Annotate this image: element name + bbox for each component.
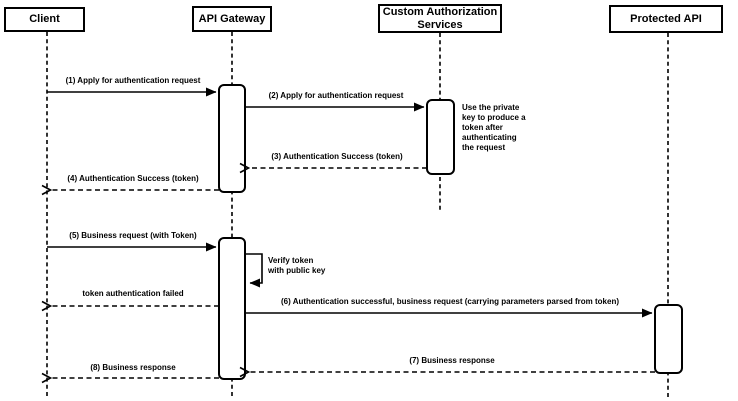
activation-bar-gateway-business [218,237,246,380]
participant-client: Client [4,7,85,32]
message-8-label: (8) Business response [90,363,176,372]
note-private-key: Use the private key to produce a token a… [462,103,526,152]
note-verify-token: Verify token with public key [268,256,326,275]
message-4-label: (4) Authentication Success (token) [67,174,199,183]
message-1-label: (1) Apply for authentication request [65,76,201,85]
participant-protected-api-label: Protected API [630,12,702,25]
activation-bar-custom-auth [426,99,455,175]
participant-api-gateway-label: API Gateway [198,12,266,25]
participant-client-label: Client [29,13,60,25]
activation-bar-gateway-auth [218,84,246,193]
message-7-label: (7) Business response [409,356,495,365]
message-3-label: (3) Authentication Success (token) [271,152,403,161]
participant-custom-authorization-services-label: Custom Authorization Services [382,5,498,31]
message-6-label: (6) Authentication successful, business … [280,297,620,306]
activation-bar-protected-api [654,304,683,374]
message-2-label: (2) Apply for authentication request [268,91,404,100]
participant-protected-api: Protected API [609,5,723,33]
participant-custom-authorization-services: Custom Authorization Services [378,4,502,33]
participant-api-gateway: API Gateway [192,6,272,32]
message-token-failed-label: token authentication failed [82,289,184,298]
arrow-self-message-verify-token [245,253,263,288]
message-5-label: (5) Business request (with Token) [69,231,197,240]
